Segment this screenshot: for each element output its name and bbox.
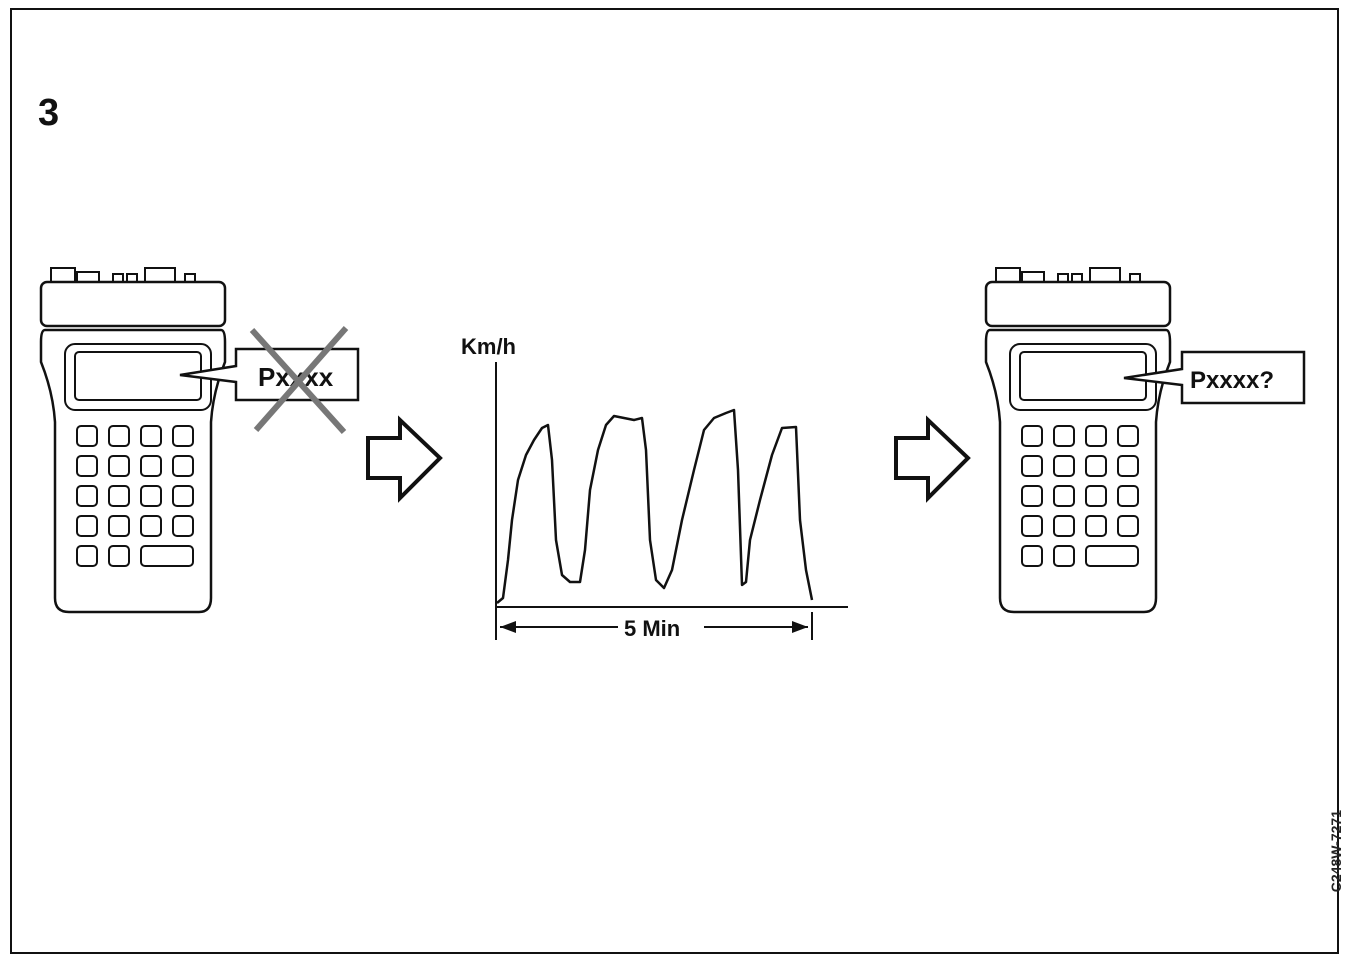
right-bubble-text: Pxxxx?: [1190, 367, 1274, 394]
speed-trace: [496, 408, 814, 604]
flow-arrow-right: [894, 418, 970, 500]
flow-arrow-left: [366, 418, 442, 500]
figure-frame: [10, 8, 1339, 954]
step-number: 3: [38, 92, 60, 134]
duration-label: 5 Min: [624, 616, 680, 641]
right-tester: [984, 266, 1172, 614]
duration-arrowhead-right: [792, 621, 808, 633]
left-tester: [39, 266, 227, 614]
duration-arrowhead-left: [500, 621, 516, 633]
right-speech-bubble: Pxxxx?: [1123, 350, 1306, 405]
cross-out-mark: [249, 326, 349, 435]
speed-chart: Km/h 5 Min: [461, 334, 848, 641]
y-axis-label: Km/h: [461, 334, 516, 359]
